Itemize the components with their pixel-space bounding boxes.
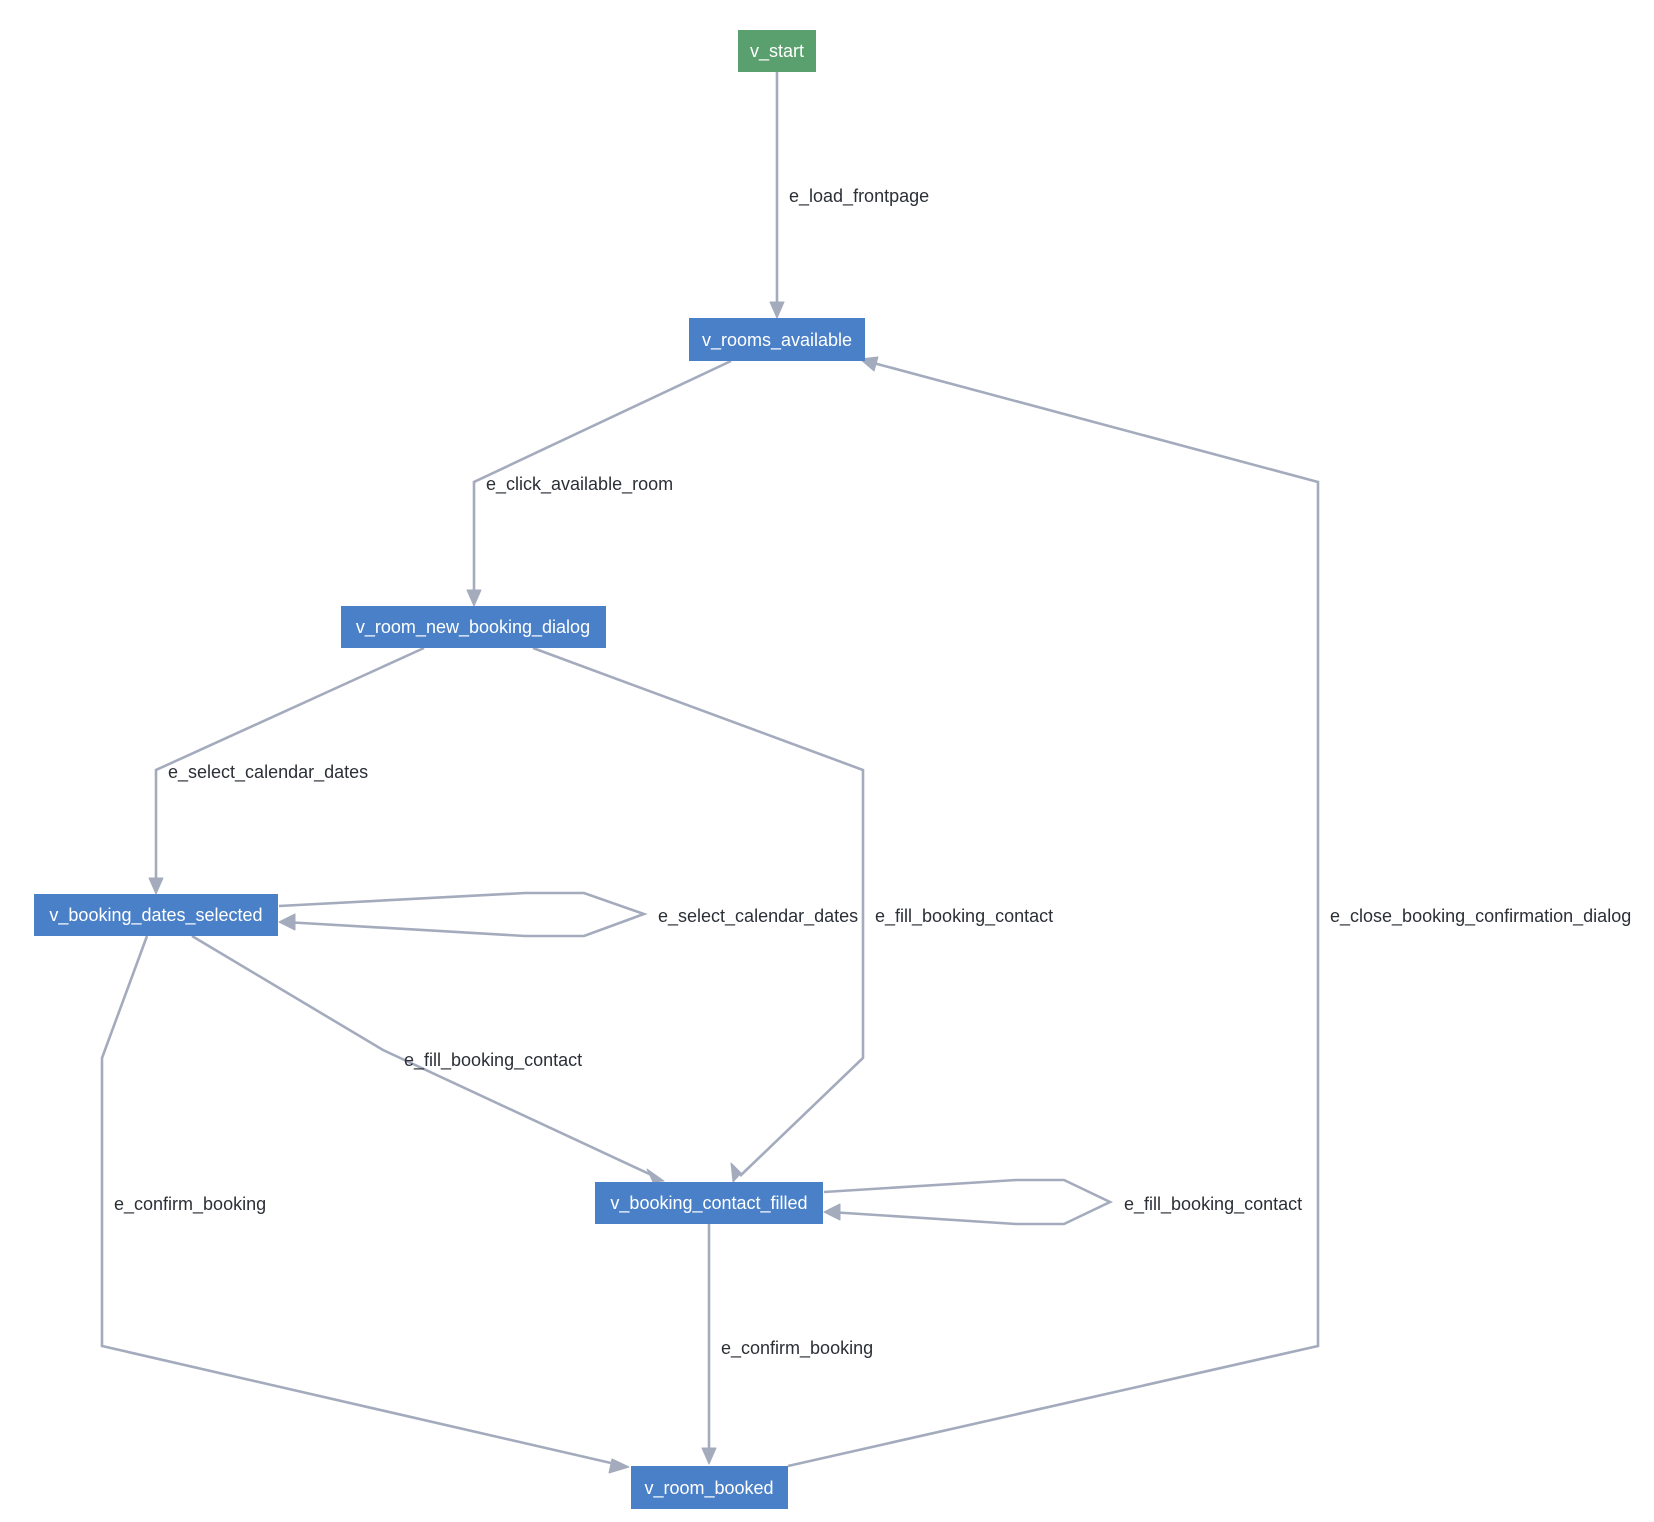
arrowhead-icon [769, 301, 785, 319]
node-label-v-room-booked: v_room_booked [644, 1478, 773, 1499]
arrowhead-icon [701, 1447, 717, 1465]
arrowhead-icon [730, 1162, 742, 1183]
edge-label-click-available-room: e_click_available_room [486, 474, 673, 495]
edge-line [823, 1178, 1114, 1226]
edge-label-select-calendar-dates: e_select_calendar_dates [168, 762, 368, 783]
edge-line [472, 359, 732, 600]
edge-confirm-booking-from-contact: e_confirm_booking [701, 1224, 873, 1465]
arrowhead-icon [646, 1168, 665, 1183]
node-label-v-booking-dates-selected: v_booking_dates_selected [49, 905, 262, 926]
arrowhead-icon [148, 877, 164, 895]
node-v-room-new-booking-dialog[interactable]: v_room_new_booking_dialog [341, 606, 606, 648]
arrowhead-icon [608, 1458, 630, 1474]
edge-line [532, 646, 865, 1177]
edge-label-select-calendar-dates-loop: e_select_calendar_dates [658, 906, 858, 927]
arrowhead-icon [278, 913, 296, 931]
node-box [34, 894, 278, 936]
edge-label-fill-booking-contact-from-dates: e_fill_booking_contact [404, 1050, 582, 1071]
edge-label-confirm-booking-from-contact: e_confirm_booking [721, 1338, 873, 1359]
node-v-booking-dates-selected[interactable]: v_booking_dates_selected [34, 894, 278, 936]
edge-load-frontpage: e_load_frontpage [769, 72, 929, 319]
node-label-v-booking-contact-filled: v_booking_contact_filled [610, 1193, 807, 1214]
edge-line [278, 891, 648, 938]
edge-click-available-room: e_click_available_room [466, 359, 732, 607]
edge-line [100, 935, 625, 1468]
node-v-rooms-available[interactable]: v_rooms_available [689, 318, 865, 361]
edge-fill-booking-contact-from-dates: e_fill_booking_contact [191, 934, 665, 1183]
edge-close-booking-confirmation-dialog: e_close_booking_confirmation_dialog [787, 356, 1631, 1468]
node-box [595, 1182, 823, 1224]
edge-line [154, 646, 425, 888]
node-v-room-booked[interactable]: v_room_booked [631, 1466, 788, 1509]
edge-fill-booking-contact-loop: e_fill_booking_contact [823, 1178, 1302, 1226]
nodes: v_start v_rooms_available v_room_new_boo… [34, 30, 865, 1509]
edge-line [191, 934, 659, 1180]
node-v-booking-contact-filled[interactable]: v_booking_contact_filled [595, 1182, 823, 1224]
node-box [689, 318, 865, 361]
edge-label-fill-booking-contact: e_fill_booking_contact [875, 906, 1053, 927]
arrowhead-icon [466, 589, 482, 607]
edge-label-close-booking-confirmation-dialog: e_close_booking_confirmation_dialog [1330, 906, 1631, 927]
edge-label-confirm-booking-from-dates: e_confirm_booking [114, 1194, 266, 1215]
node-label-v-room-new-booking-dialog: v_room_new_booking_dialog [356, 617, 590, 638]
node-label-v-start: v_start [750, 41, 804, 62]
edges: e_load_frontpage e_click_available_room … [100, 72, 1631, 1474]
edge-fill-booking-contact-from-dialog: e_fill_booking_contact [532, 646, 1053, 1183]
node-label-v-rooms-available: v_rooms_available [702, 330, 852, 351]
arrowhead-icon [823, 1203, 841, 1221]
edge-select-calendar-dates-loop: e_select_calendar_dates [278, 891, 858, 938]
edge-label-fill-booking-contact-loop: e_fill_booking_contact [1124, 1194, 1302, 1215]
edge-confirm-booking-from-dates: e_confirm_booking [100, 935, 630, 1474]
node-v-start[interactable]: v_start [738, 30, 816, 72]
node-box [631, 1466, 788, 1509]
edge-select-calendar-dates: e_select_calendar_dates [148, 646, 425, 895]
node-box [341, 606, 606, 648]
edge-label-load-frontpage: e_load_frontpage [789, 186, 929, 207]
edge-line [787, 359, 1320, 1468]
node-box [738, 30, 816, 72]
